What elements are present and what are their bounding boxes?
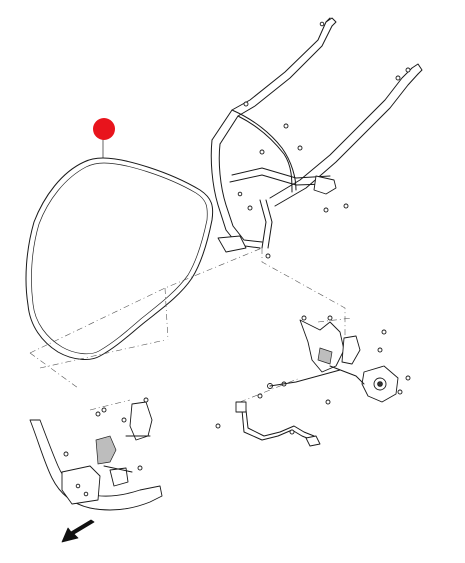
highlight-marker [93,118,115,140]
front-latch-assembly[interactable] [29,397,163,511]
latch-mechanism[interactable] [299,315,411,405]
frame-assembly [210,17,423,259]
assembly-reference-lines [29,247,353,411]
weatherstrip-seal[interactable] [25,131,214,360]
release-cable[interactable] [215,369,341,447]
arrow-down-left-icon [61,519,95,543]
